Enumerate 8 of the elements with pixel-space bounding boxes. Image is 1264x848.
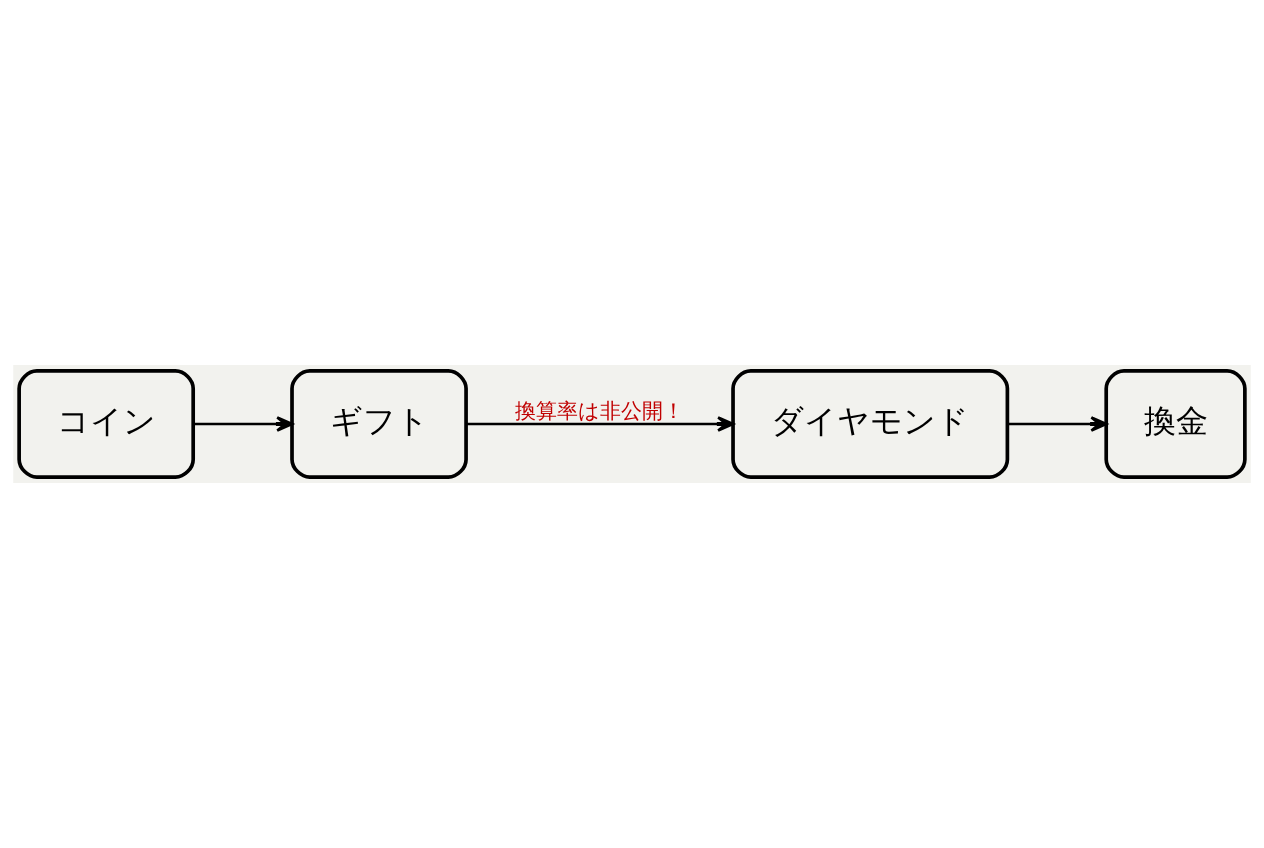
node-box: ギフト — [290, 369, 468, 479]
node-box: 換金 — [1104, 369, 1247, 479]
node-box: コイン — [17, 369, 196, 479]
edge-label: 換算率は非公開！ — [515, 399, 685, 424]
arrow — [193, 416, 294, 432]
arrow — [466, 416, 735, 432]
arrow — [1007, 416, 1108, 432]
node-box: ダイヤモンド — [731, 369, 1010, 479]
